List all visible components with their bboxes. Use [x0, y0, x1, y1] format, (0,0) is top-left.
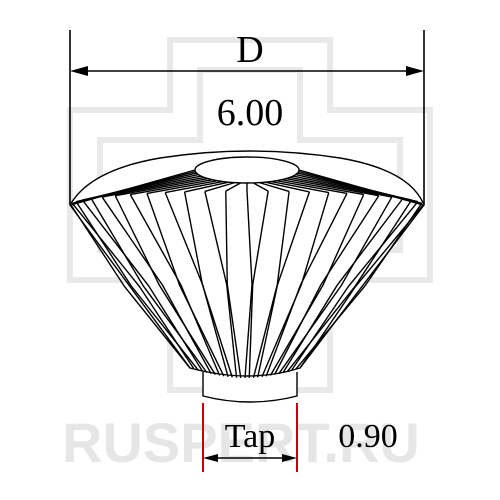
flute-top-line: [289, 176, 392, 198]
flute-side-line: [101, 196, 212, 375]
flute-top-line: [184, 181, 229, 193]
flute-top-line: [204, 181, 235, 193]
flute-top-line: [146, 180, 218, 195]
flute-side-line: [146, 193, 225, 377]
tap-arrow-left-icon: [203, 454, 218, 462]
flute-top-line: [281, 179, 364, 196]
flute-top-line: [298, 169, 424, 206]
flute-top-line: [252, 182, 269, 192]
tap-arrow-right-icon: [282, 454, 297, 462]
flute-top-line: [91, 175, 202, 200]
arrow-left-icon: [70, 66, 88, 76]
tap-value: 0.90: [338, 418, 398, 455]
flute-side-line: [129, 194, 221, 376]
flute-top-line: [115, 177, 209, 197]
flute-top-line: [285, 177, 379, 197]
watermark-text: RUSPERT.RU: [62, 411, 420, 474]
bur-flutes: [70, 169, 424, 379]
arrow-right-icon: [406, 66, 424, 76]
flute-top-line: [276, 180, 348, 195]
flute-side-line: [269, 194, 365, 376]
diameter-label: D: [236, 29, 263, 71]
flute-side-line: [265, 193, 348, 377]
flute-side-line: [278, 196, 393, 375]
flute-side-line: [290, 201, 419, 371]
flute-top-line: [265, 181, 310, 193]
flute-side-line: [75, 201, 200, 371]
flute-side-line: [273, 195, 380, 375]
bur-top-opening: [194, 156, 300, 184]
flute-side-line: [299, 204, 424, 369]
flute-side-line: [257, 191, 311, 378]
diameter-value: 6.00: [217, 92, 284, 134]
flute-top-line: [130, 179, 213, 196]
flute-side-line: [114, 195, 216, 376]
flute-side-line: [90, 198, 208, 374]
flute-top-line: [259, 181, 290, 193]
bur-head: [69, 150, 425, 403]
flute-side-line: [225, 191, 242, 379]
flute-side-line: [248, 190, 269, 378]
flute-side-line: [244, 190, 253, 379]
tap-dimension: [202, 403, 298, 472]
flute-side-line: [282, 198, 404, 374]
flute-top-line: [225, 182, 242, 192]
bur-shank: [202, 372, 298, 403]
flute-top-line: [165, 180, 223, 194]
flute-side-line: [70, 204, 191, 369]
diameter-dimension: [69, 30, 425, 205]
flute-top-line: [271, 180, 329, 194]
tap-label: Tap: [225, 418, 276, 455]
flute-side-line: [183, 191, 233, 378]
flute-top-line: [102, 176, 205, 198]
